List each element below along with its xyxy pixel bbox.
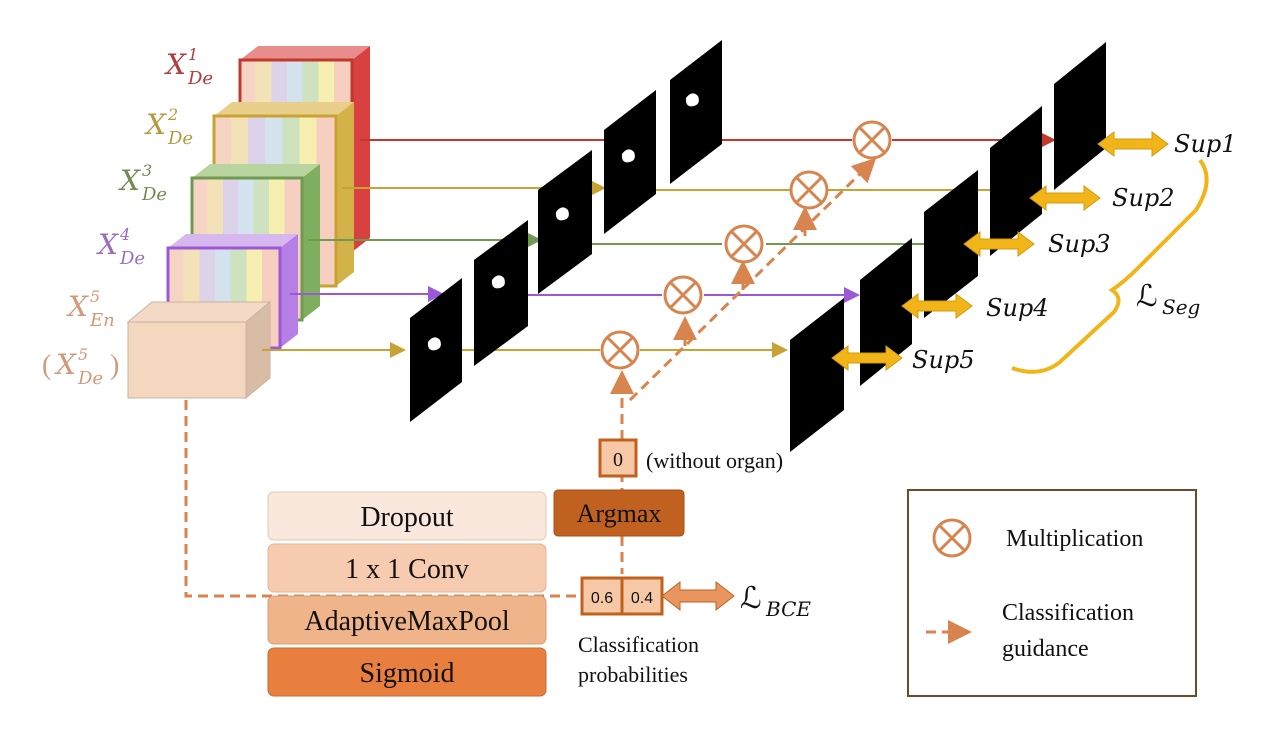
- sup-label-1: Sup1: [1174, 130, 1237, 158]
- svg-text:De: De: [77, 368, 103, 389]
- mult-node-5: [600, 330, 640, 370]
- mult-node-4: [663, 275, 703, 315]
- probabilities: 0.6 0.4: [580, 576, 664, 616]
- svg-text:Seg: Seg: [1162, 295, 1200, 319]
- svg-text:ℒ: ℒ: [740, 582, 762, 615]
- prob-caption-1: Classification: [578, 632, 699, 657]
- sup-label-2: Sup2: [1112, 184, 1175, 212]
- svg-text:De: De: [187, 68, 213, 89]
- layer-sigmoid-label: Sigmoid: [360, 658, 455, 689]
- svg-text:5: 5: [78, 345, 88, 364]
- svg-text:(: (: [42, 350, 51, 381]
- prob-1: 0.4: [631, 590, 653, 607]
- sup-arrows: [831, 131, 1169, 371]
- layer-dropout: [267, 491, 547, 541]
- argmax-block: [553, 489, 685, 537]
- svg-text:De: De: [167, 128, 193, 149]
- svg-text:X: X: [164, 48, 187, 81]
- label-en5: X 5 En: [66, 287, 115, 331]
- svg-text:X: X: [144, 108, 167, 141]
- cgm-layers: Dropout 1 x 1 Conv AdaptiveMaxPool Sigmo…: [267, 491, 547, 697]
- layer-pool-label: AdaptiveMaxPool: [304, 606, 510, 637]
- argmax-label: Argmax: [577, 499, 662, 528]
- label-de1: X 1 De: [164, 45, 213, 89]
- svg-text:ℒ: ℒ: [1136, 280, 1158, 313]
- prob-0: 0.6: [591, 590, 613, 607]
- prob-caption-2: probabilities: [578, 662, 688, 687]
- sup-label-3: Sup3: [1048, 230, 1111, 258]
- encoder-cube: [126, 300, 272, 400]
- svg-text:De: De: [141, 184, 167, 205]
- label-de2: X 2 De: [144, 105, 193, 149]
- legend-box: Multiplication Classification guidance: [907, 489, 1197, 697]
- legend-mult-label: Multiplication: [1006, 526, 1143, 552]
- label-de3: X 3 De: [118, 161, 167, 205]
- layer-conv-label: 1 x 1 Conv: [345, 554, 469, 585]
- svg-text:X: X: [54, 348, 77, 381]
- mult-node-3: [724, 224, 764, 264]
- label-de4: X 4 De: [96, 225, 145, 269]
- svg-text:1: 1: [188, 45, 198, 64]
- svg-text:BCE: BCE: [765, 597, 811, 621]
- svg-text:4: 4: [119, 225, 130, 244]
- mult-nodes: [600, 120, 892, 370]
- result-note: (without organ): [646, 448, 783, 473]
- seg-maps-right: [790, 42, 1106, 452]
- legend-guidance-label-1: Classification: [1002, 600, 1134, 626]
- result-box: [598, 438, 638, 478]
- svg-text:De: De: [119, 248, 145, 269]
- svg-text:X: X: [66, 290, 89, 323]
- bce-arrow: [661, 580, 735, 612]
- legend-guidance-label-2: guidance: [1002, 636, 1089, 662]
- seg-loss-brace: [1011, 158, 1209, 374]
- layer-dropout-label: Dropout: [360, 502, 454, 533]
- layer-pool: [267, 595, 547, 645]
- organ-blobs: [427, 93, 699, 351]
- svg-text:En: En: [89, 310, 115, 331]
- svg-text:X: X: [118, 164, 141, 197]
- legend-mult-icon: [932, 518, 972, 558]
- flow-lines: [262, 132, 1056, 358]
- svg-text:5: 5: [90, 287, 100, 306]
- svg-text:2: 2: [167, 105, 178, 124]
- layer-conv: [267, 543, 547, 593]
- bce-loss-label: ℒ BCE: [740, 582, 811, 621]
- mult-node-1: [852, 120, 892, 160]
- svg-text:3: 3: [142, 161, 152, 180]
- svg-text:): ): [110, 350, 119, 381]
- svg-text:X: X: [96, 228, 119, 261]
- seg-maps-middle: [410, 40, 722, 422]
- label-de5: ( X 5 De ): [42, 345, 119, 389]
- layer-sigmoid: [267, 647, 547, 697]
- mult-node-2: [789, 170, 829, 210]
- sup-label-4: Sup4: [986, 294, 1049, 322]
- result-value: 0: [613, 449, 623, 471]
- sup-label-5: Sup5: [912, 346, 975, 374]
- seg-loss-label: ℒ Seg: [1136, 280, 1200, 319]
